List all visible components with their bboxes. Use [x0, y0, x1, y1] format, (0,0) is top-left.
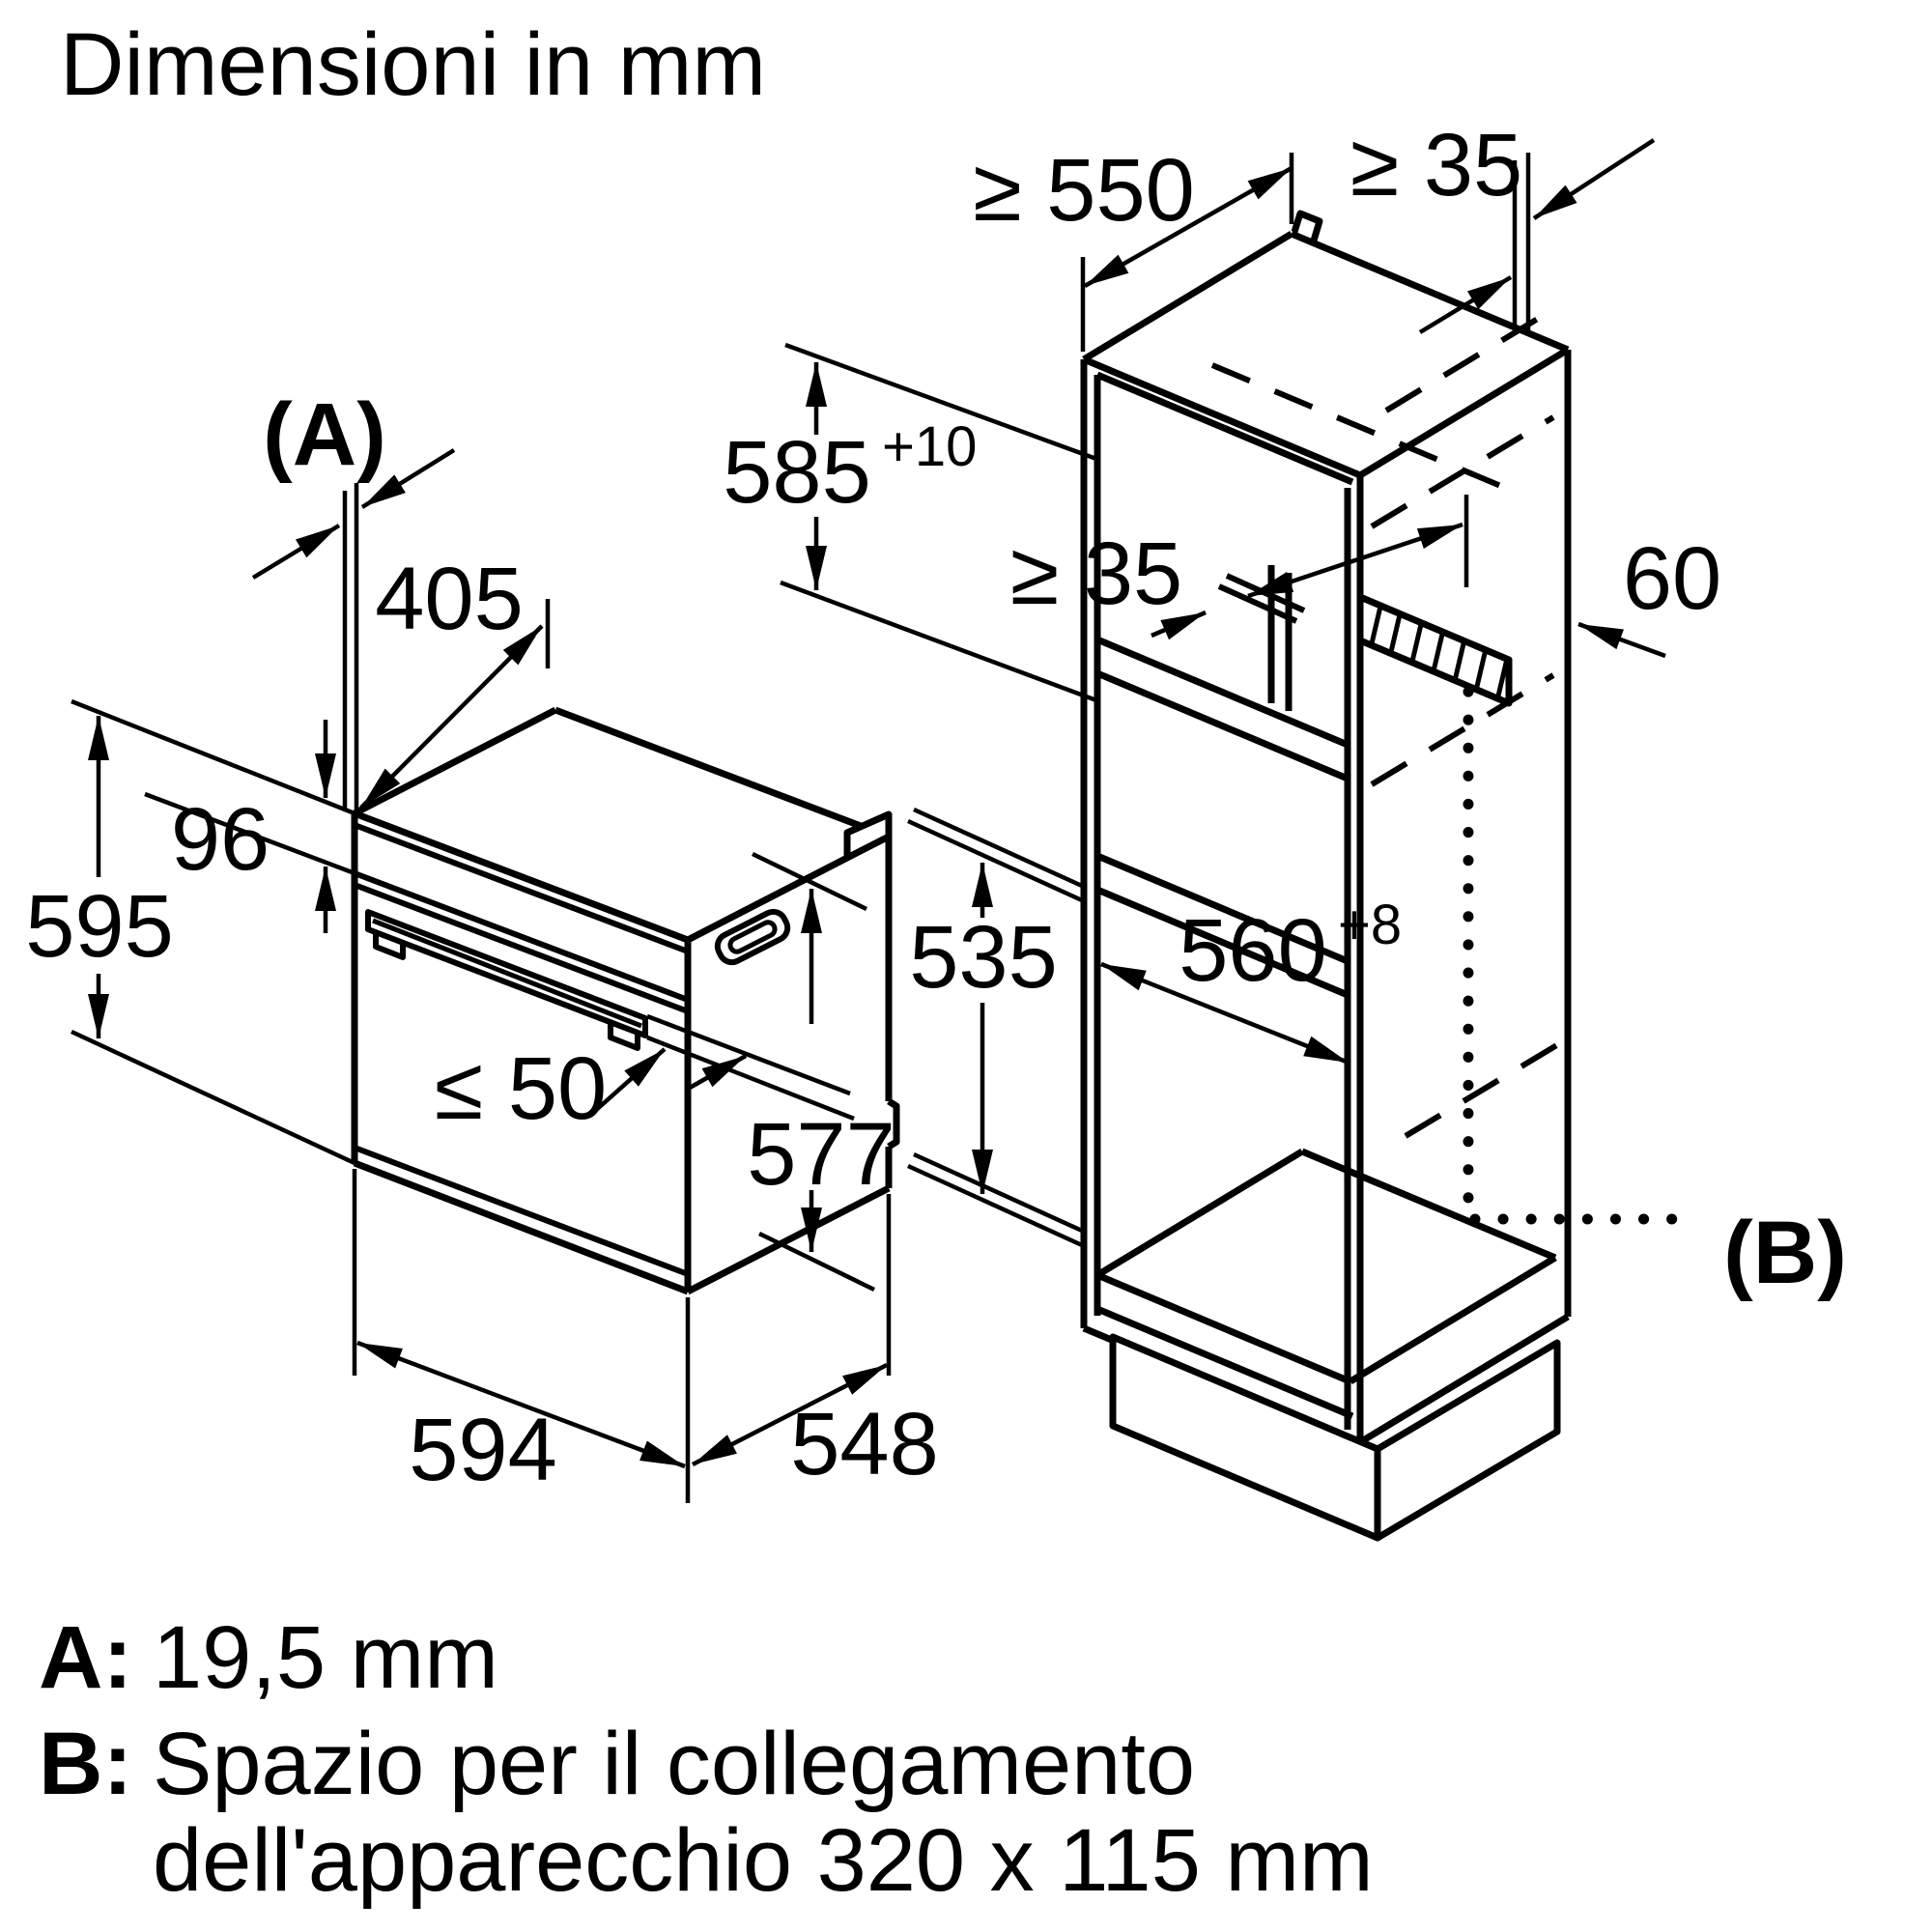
oven-drawing	[351, 706, 900, 1295]
dim-535: 535	[907, 807, 1083, 1248]
dim-560: 560 +8	[1100, 894, 1402, 1065]
connection-space-leader-icon	[1463, 686, 1704, 1225]
dim-595-label: 595	[25, 877, 174, 976]
dim-96-label: 96	[171, 790, 270, 889]
hidden-edges	[1210, 308, 1562, 1139]
dim-595: 595	[25, 716, 174, 1038]
cabinet-outline	[1080, 210, 1572, 1448]
cabinet-plinth	[1109, 1333, 1561, 1542]
dim-min35-mid: ≥ 35	[1010, 495, 1469, 640]
note-a-value: 19,5 mm	[153, 1608, 498, 1707]
dim-a-label: (A)	[263, 385, 386, 484]
notes: A: 19,5 mm B: Spazio per il collegamento…	[39, 1608, 1374, 1910]
note-b-line2: dell'apparecchio 320 x 115 mm	[153, 1811, 1374, 1910]
dim-min35-mid-label: ≥ 35	[1010, 525, 1182, 623]
dim-585-tolerance: +10	[882, 415, 977, 478]
dim-min35-top-label: ≥ 35	[1350, 116, 1522, 214]
dim-60: 60	[1577, 529, 1721, 659]
ext-top-edge	[71, 698, 355, 816]
dim-594: 594	[352, 1169, 691, 1503]
ext-panel-bottom	[144, 791, 355, 876]
dim-min550: ≥ 550	[973, 141, 1294, 352]
dim-577: 577	[747, 851, 895, 1293]
dim-594-label: 594	[409, 1401, 557, 1499]
dim-b-label: (B)	[1723, 1204, 1847, 1302]
dim-535-label: 535	[909, 908, 1058, 1007]
oven-door-handle	[365, 909, 855, 1122]
dim-60-label: 60	[1623, 529, 1721, 628]
oven-front-details	[353, 822, 690, 1277]
ext-bottom-edge	[71, 1029, 355, 1166]
dim-585-label: 585	[723, 423, 871, 522]
dim-560-label: 560	[1179, 901, 1327, 1000]
note-a-key: A:	[39, 1608, 132, 1707]
dim-405-label: 405	[375, 550, 524, 648]
dim-min35-top: ≥ 35	[1350, 116, 1656, 334]
oven-side-grip-icon	[714, 908, 791, 966]
dim-548-label: 548	[790, 1395, 939, 1493]
vent-cutout-bar	[1356, 593, 1513, 707]
oven-dimensions: (A) 405 96 595 ≤ 50	[25, 385, 1083, 1503]
cabinet-dimensions: ≥ 550 ≥ 35 585 +10 ≥ 35	[723, 116, 1847, 1302]
dim-405: 405	[359, 550, 551, 810]
note-b-key: B:	[39, 1715, 132, 1813]
dim-max50: ≤ 50	[435, 1039, 748, 1138]
dim-585: 585 +10	[723, 342, 1097, 703]
note-b-line1: Spazio per il collegamento	[153, 1715, 1195, 1813]
dim-a-frame: (A)	[251, 385, 456, 814]
dim-max50-label: ≤ 50	[435, 1039, 607, 1138]
dim-560-tolerance: +8	[1338, 894, 1402, 956]
dim-96: 96	[171, 720, 336, 933]
cabinet-drawing	[1080, 210, 1704, 1542]
page-title: Dimensioni in mm	[60, 15, 766, 114]
oven-front-face	[355, 813, 688, 1292]
dim-548: 548	[691, 1194, 939, 1493]
dim-min550-label: ≥ 550	[973, 141, 1195, 240]
header: Dimensioni in mm	[60, 15, 766, 114]
dim-577-label: 577	[747, 1105, 895, 1204]
